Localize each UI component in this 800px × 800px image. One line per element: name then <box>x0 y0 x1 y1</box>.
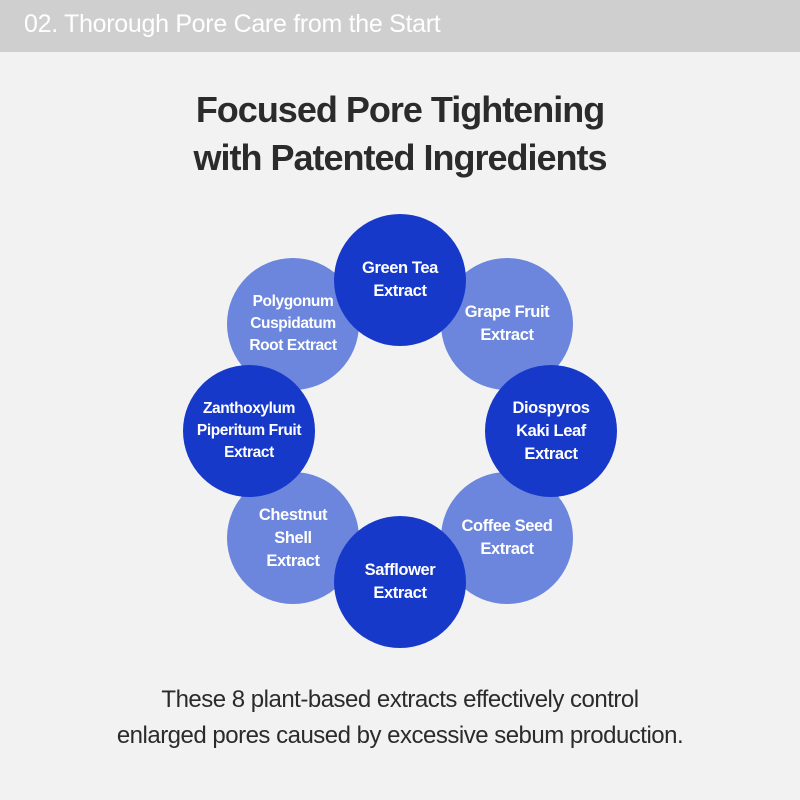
ingredient-label-line: Chestnut <box>258 505 328 524</box>
section-banner: 02. Thorough Pore Care from the Start <box>0 0 800 52</box>
ingredient-label-line: Extract <box>373 584 427 602</box>
ingredient-safflower: Safflower Extract <box>334 516 466 648</box>
headline-line-2: with Patented Ingredients <box>193 137 607 178</box>
headline: Focused Pore Tightening with Patented In… <box>0 86 800 182</box>
ingredient-label-line: Shell <box>274 528 312 547</box>
ingredient-label: Diospyros Kaki Leaf Extract <box>512 397 589 466</box>
ingredient-label-line: Piperitum Fruit <box>196 422 302 439</box>
headline-line-1: Focused Pore Tightening <box>195 89 605 130</box>
caption: These 8 plant-based extracts effectively… <box>0 682 800 754</box>
ingredient-label-line: Safflower <box>364 561 436 579</box>
ingredient-label-line: Extract <box>524 444 578 463</box>
ingredient-label-line: Zanthoxylum <box>202 400 296 417</box>
ingredient-label: Polygonum Cuspidatum Root Extract <box>249 291 337 357</box>
ingredient-label: Chestnut Shell Extract <box>258 504 328 573</box>
ingredient-label-line: Kaki Leaf <box>516 421 586 440</box>
ingredient-label-line: Extract <box>480 540 534 558</box>
ingredient-label-line: Grape Fruit <box>464 303 550 321</box>
caption-line-1: These 8 plant-based extracts effectively… <box>161 686 639 713</box>
ingredient-label: Safflower Extract <box>365 559 436 605</box>
ingredient-label-line: Polygonum <box>252 293 334 310</box>
ingredient-label: Green Tea Extract <box>362 257 438 303</box>
ingredient-label-line: Coffee Seed <box>461 517 553 535</box>
ingredient-zanthoxylum: Zanthoxylum Piperitum Fruit Extract <box>183 365 315 497</box>
ingredient-diospyros: Diospyros Kaki Leaf Extract <box>485 365 617 497</box>
ingredient-label: Grape Fruit Extract <box>465 301 550 347</box>
caption-line-2: enlarged pores caused by excessive sebum… <box>116 722 684 749</box>
ingredient-green-tea: Green Tea Extract <box>334 214 466 346</box>
ingredient-label: Coffee Seed Extract <box>462 515 553 561</box>
ingredient-label-line: Extract <box>480 326 534 344</box>
section-label: 02. Thorough Pore Care from the Start <box>24 10 441 38</box>
ingredient-label-line: Extract <box>224 444 274 461</box>
ingredient-label-line: Cuspidatum <box>250 315 336 332</box>
ingredient-label: Zanthoxylum Piperitum Fruit Extract <box>196 398 302 464</box>
ingredient-label-line: Root Extract <box>249 337 337 354</box>
ingredient-label-line: Extract <box>266 551 320 570</box>
ingredient-label-line: Green Tea <box>362 259 438 277</box>
ingredient-label-line: Extract <box>373 282 427 300</box>
ingredient-label-line: Diospyros <box>512 398 590 417</box>
